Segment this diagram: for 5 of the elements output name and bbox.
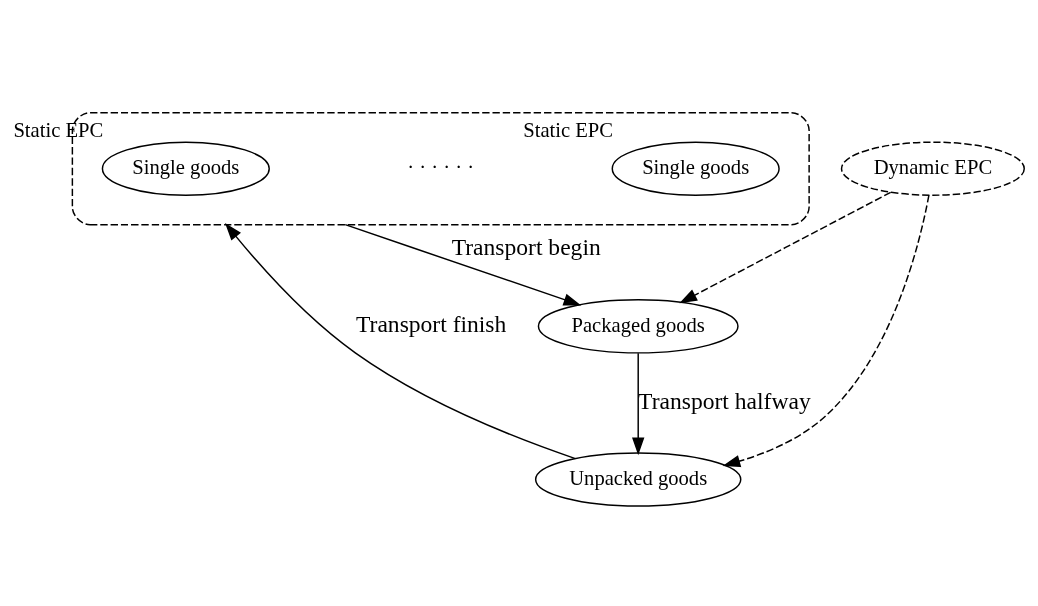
edge-label: Transport finish bbox=[356, 310, 507, 337]
node-label: Static EPC bbox=[523, 118, 614, 141]
edge-label: Transport begin bbox=[451, 233, 601, 260]
label: · · · · · · bbox=[407, 155, 475, 178]
node-label: Static EPC bbox=[13, 118, 104, 141]
